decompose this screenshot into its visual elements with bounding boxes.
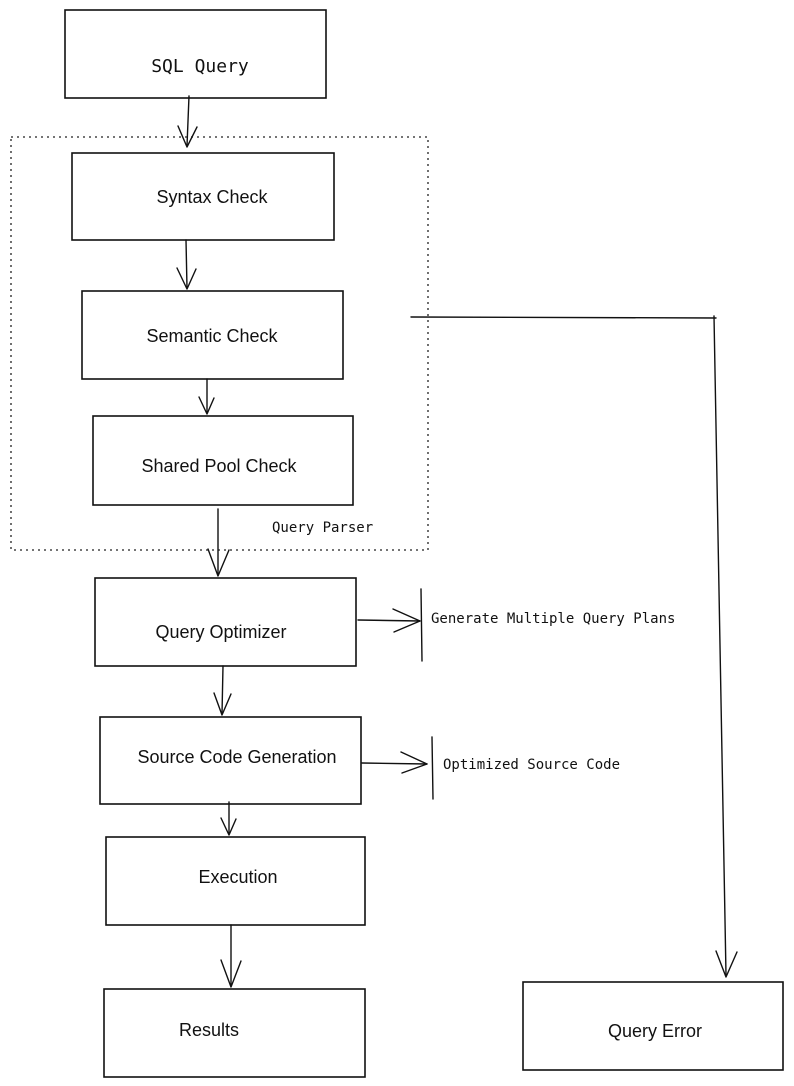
arrow-codegen-to-optimized-code <box>361 736 434 800</box>
results-label: Results <box>179 1020 239 1040</box>
query-parser-group-border <box>10 136 429 551</box>
query-error-node: Query Error <box>522 981 784 1071</box>
execution-node: Execution <box>105 836 366 926</box>
arrow-parser-to-query-error <box>410 315 738 978</box>
shared-pool-check-node: Shared Pool Check <box>92 415 354 506</box>
results-node: Results <box>103 988 366 1078</box>
arrow-optimizer-to-codegen <box>213 665 232 716</box>
syntax-check-node: Syntax Check <box>71 152 335 241</box>
query-parser-group-label: Query Parser <box>272 520 373 536</box>
query-optimizer-node: Query Optimizer <box>94 577 357 667</box>
sql-query-label: SQL Query <box>151 56 249 77</box>
execution-label: Execution <box>198 867 277 887</box>
arrow-execution-to-results <box>220 924 242 988</box>
arrow-codegen-to-execution <box>220 801 237 836</box>
shared-pool-check-label: Shared Pool Check <box>141 456 297 476</box>
optimized-source-code-annotation: Optimized Source Code <box>443 757 620 773</box>
source-code-generation-label: Source Code Generation <box>137 747 336 767</box>
sql-query-node: SQL Query <box>64 9 327 99</box>
arrow-sharedpool-to-optimizer <box>207 508 230 577</box>
arrow-optimizer-to-plans <box>357 588 423 662</box>
arrow-sql-to-syntax <box>177 95 198 148</box>
semantic-check-label: Semantic Check <box>146 326 278 346</box>
semantic-check-node: Semantic Check <box>81 290 344 380</box>
query-optimizer-label: Query Optimizer <box>155 622 286 642</box>
source-code-generation-node: Source Code Generation <box>99 716 362 805</box>
arrow-syntax-to-semantic <box>176 239 197 290</box>
query-error-label: Query Error <box>608 1021 702 1041</box>
syntax-check-label: Syntax Check <box>156 187 268 207</box>
arrow-semantic-to-sharedpool <box>198 378 215 415</box>
generate-query-plans-annotation: Generate Multiple Query Plans <box>431 611 675 627</box>
